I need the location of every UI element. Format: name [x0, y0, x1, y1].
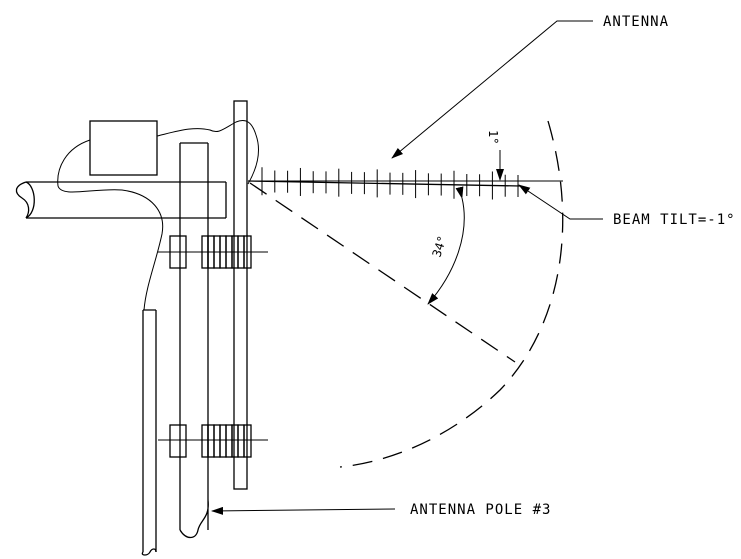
feed-cable-upper: [156, 120, 259, 185]
equipment-box: [89, 120, 158, 176]
antenna-pole: [179, 142, 209, 539]
clamp-upper: [158, 235, 268, 269]
antenna-callout: ANTENNA: [391, 14, 669, 159]
antenna-boom: [247, 180, 521, 187]
antenna-label: ANTENNA: [603, 14, 669, 30]
antenna-pole-label: ANTENNA POLE #3: [410, 502, 551, 518]
feed-cable: [57, 139, 164, 311]
sector-dimension: 34°: [427, 186, 465, 305]
clamp-lower: [158, 424, 268, 458]
horizontal-pipe: [15, 181, 227, 219]
beam-tilt-callout: BEAM TILT=-1°: [518, 184, 736, 228]
antenna-pole-callout: ANTENNA POLE #3: [211, 502, 551, 518]
sector-angle-label: 34°: [430, 234, 450, 259]
beam-tilt-label: BEAM TILT=-1°: [613, 212, 736, 228]
mounting-pole: [233, 100, 248, 490]
coverage-arc: [339, 120, 564, 468]
tilt-dimension: 1°: [486, 130, 504, 181]
tilt-angle-label: 1°: [486, 130, 500, 144]
antenna-elements: [261, 167, 519, 200]
short-pole: [141, 309, 157, 556]
beam-edge-line: [249, 182, 516, 363]
